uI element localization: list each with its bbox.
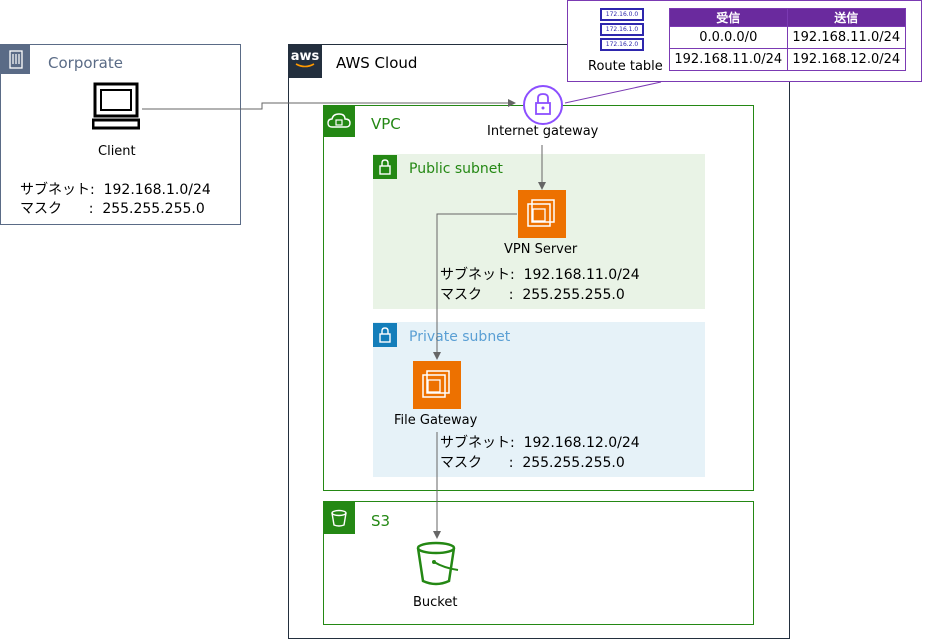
internet-gateway-icon [521,83,565,131]
route-table-cell: 0.0.0.0/0 [669,26,788,49]
aws-cloud-title: AWS Cloud [336,54,418,72]
route-icon-row: 172.16.1.0 [600,23,644,36]
vpc-cloud-icon [323,105,355,137]
route-table-icon: 172.16.0.0 172.16.1.0 172.16.2.0 [600,8,644,51]
client-computer-icon [91,82,141,134]
route-table-cell: 192.168.11.0/24 [786,26,907,49]
private-subnet-lock-icon [373,323,397,347]
route-table-header-outgoing: 送信 [786,8,907,27]
public-subnet-lock-icon [373,155,397,179]
table-row: 192.168.11.0/24 192.168.12.0/24 [669,48,907,71]
s3-bucket-badge-icon [323,502,355,534]
private-subnet-title: Private subnet [409,329,511,345]
aws-logo: aws [288,44,322,78]
vpc-title: VPC [371,115,401,133]
route-icon-row: 172.16.2.0 [600,38,644,51]
private-mask-text: マスク : 255.255.255.0 [440,455,625,471]
file-gateway-label: File Gateway [394,413,478,428]
bucket-label: Bucket [413,595,458,610]
vpn-server-label: VPN Server [504,242,578,257]
aws-logo-text: aws [290,49,320,64]
public-subnet-title: Public subnet [409,161,503,177]
vpn-server-ec2-icon [518,190,566,238]
bucket-icon [414,540,462,592]
s3-title: S3 [371,512,391,530]
public-mask-text: マスク : 255.255.255.0 [440,287,625,303]
route-table: 受信 送信 0.0.0.0/0 192.168.11.0/24 192.168.… [669,8,907,71]
corporate-mask-text: マスク : 255.255.255.0 [20,201,205,217]
route-table-cell: 192.168.12.0/24 [786,48,907,71]
corporate-title: Corporate [48,54,123,72]
route-table-label: Route table [588,59,663,74]
building-icon [1,44,30,74]
route-table-header-incoming: 受信 [669,8,788,27]
corporate-subnet-text: サブネット: 192.168.1.0/24 [20,182,211,198]
file-gateway-ec2-icon [413,361,461,409]
private-subnet-text: サブネット: 192.168.12.0/24 [440,435,640,451]
public-subnet-text: サブネット: 192.168.11.0/24 [440,267,640,283]
table-row: 0.0.0.0/0 192.168.11.0/24 [669,26,907,49]
route-table-cell: 192.168.11.0/24 [669,48,788,71]
corporate-group [0,44,241,225]
s3-group [323,501,754,625]
client-label: Client [98,144,136,159]
internet-gateway-label: Internet gateway [487,124,599,139]
route-icon-row: 172.16.0.0 [600,8,644,21]
